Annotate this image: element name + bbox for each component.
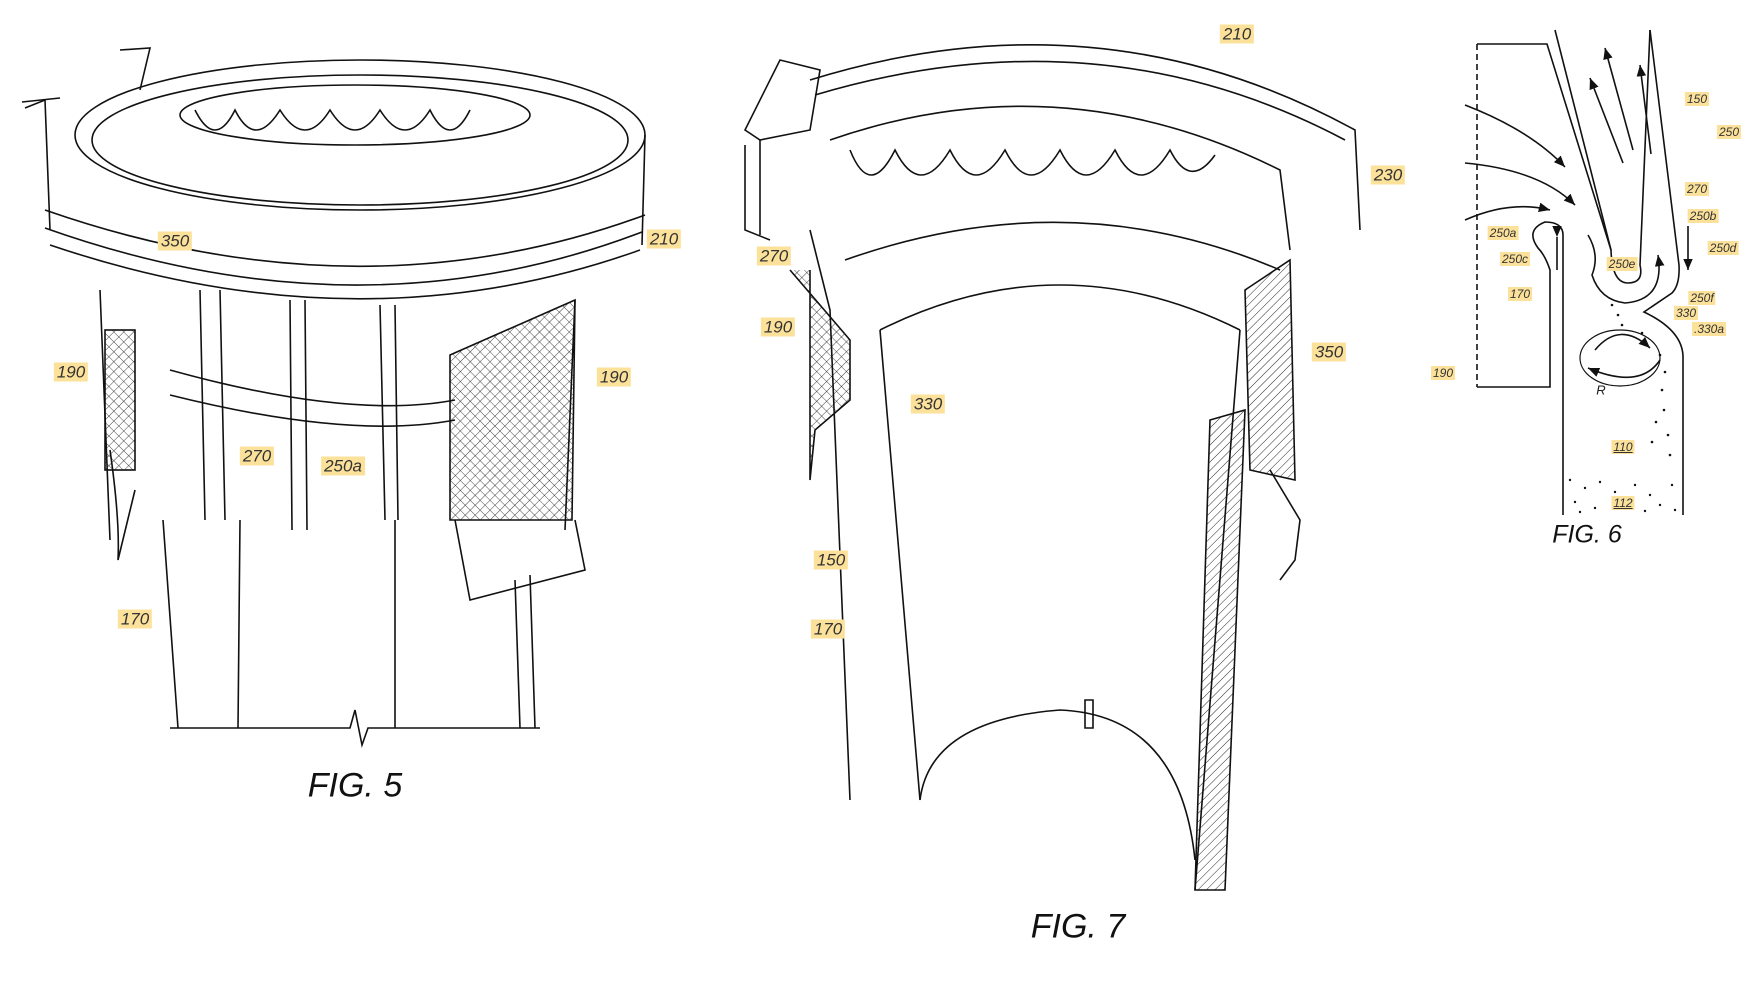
ref-label: .330a xyxy=(1691,322,1727,336)
ref-label: 250e xyxy=(1606,257,1638,271)
ref-label: 170 xyxy=(810,619,846,639)
ref-label: 250a xyxy=(1487,226,1519,240)
ref-label: 112 xyxy=(1611,496,1635,510)
fig5-drawing xyxy=(21,47,646,749)
ref-label: 190 xyxy=(760,317,796,337)
ref-label: 250d xyxy=(1707,241,1739,255)
ref-label: 170 xyxy=(1507,287,1533,301)
ref-label: 250b xyxy=(1687,209,1719,223)
fig6-drawing xyxy=(1464,29,1688,515)
ref-label: 150 xyxy=(813,550,849,570)
ref-label: 210 xyxy=(646,229,682,249)
ref-label: 250f xyxy=(1688,291,1716,305)
ref-label: 150 xyxy=(1684,92,1710,106)
figure-caption: FIG. 6 xyxy=(1552,520,1622,549)
ref-label: 250a xyxy=(321,456,365,476)
ref-label: 350 xyxy=(1311,342,1347,362)
ref-label: 170 xyxy=(117,609,153,629)
ref-label: 190 xyxy=(596,367,632,387)
figure-caption: FIG. 5 xyxy=(307,766,403,805)
recirculation-label: R xyxy=(1596,382,1606,398)
ref-label: 110 xyxy=(1611,440,1635,454)
ref-label: 270 xyxy=(756,246,792,266)
ref-label: 270 xyxy=(1684,182,1710,196)
ref-label: 210 xyxy=(1219,24,1255,44)
ref-label: 350 xyxy=(157,231,193,251)
ref-label: 230 xyxy=(1370,165,1406,185)
ref-label: 330 xyxy=(1673,306,1699,320)
ref-label: 190 xyxy=(1430,366,1456,380)
ref-label: 270 xyxy=(239,446,275,466)
figure-caption: FIG. 7 xyxy=(1030,907,1126,946)
fig7-drawing xyxy=(743,44,1361,891)
ref-label: 250 xyxy=(1716,125,1742,139)
ref-label: 330 xyxy=(910,394,946,414)
ref-label: 190 xyxy=(53,362,89,382)
ref-label: 250c xyxy=(1499,252,1531,266)
